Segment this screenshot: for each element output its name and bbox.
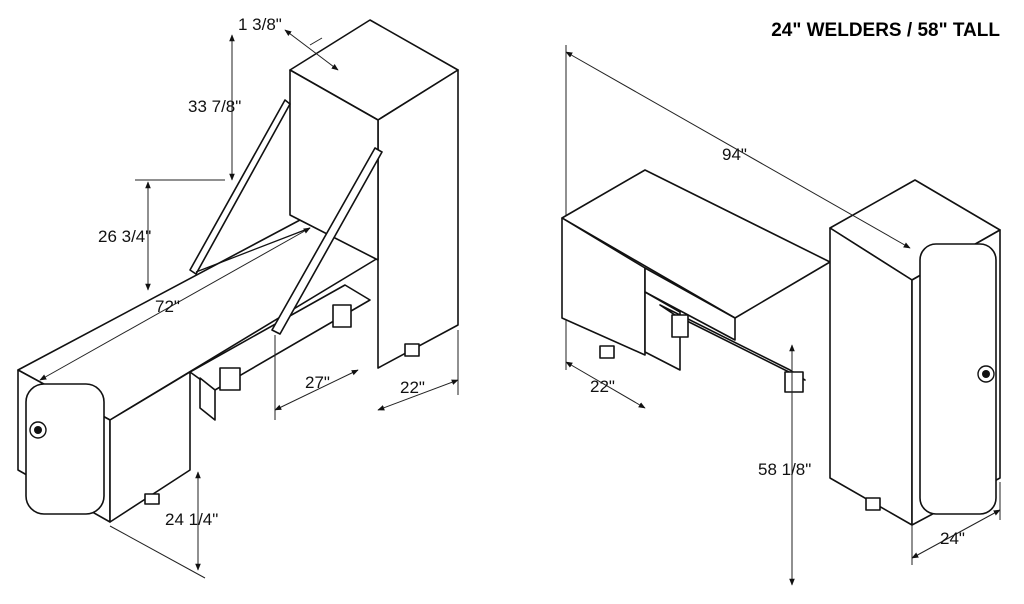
dim-chest-base: 24 1/4" <box>165 510 218 529</box>
dim-overall-length-right: 94" <box>722 145 747 164</box>
lock-handle-icon[interactable] <box>977 365 995 383</box>
right-tower-box <box>829 179 1001 526</box>
dim-chest-height: 26 3/4" <box>98 227 151 246</box>
dim-overall-length-left: 72" <box>155 297 180 316</box>
dim-tower-depth: 22" <box>400 378 425 397</box>
drawing-title: 24" WELDERS / 58" TALL <box>771 20 1000 41</box>
left-view: 1 3/8" 33 7/8" 26 3/4" 72" 27" 22" 24 1/… <box>17 15 459 579</box>
chest-door <box>25 383 105 515</box>
dim-tower-offset: 33 7/8" <box>188 97 241 116</box>
dim-bottom-gap: 27" <box>305 373 330 392</box>
lock-handle-icon[interactable] <box>29 421 47 439</box>
dim-depth-right: 22" <box>590 377 615 396</box>
bench-box <box>561 169 831 371</box>
dim-width-rail: 1 3/8" <box>238 15 282 34</box>
dim-tower-width: 24" <box>940 529 965 548</box>
right-view: 94" 22" 58 1/8" 24" <box>561 45 1001 586</box>
dim-height-right: 58 1/8" <box>758 460 811 479</box>
